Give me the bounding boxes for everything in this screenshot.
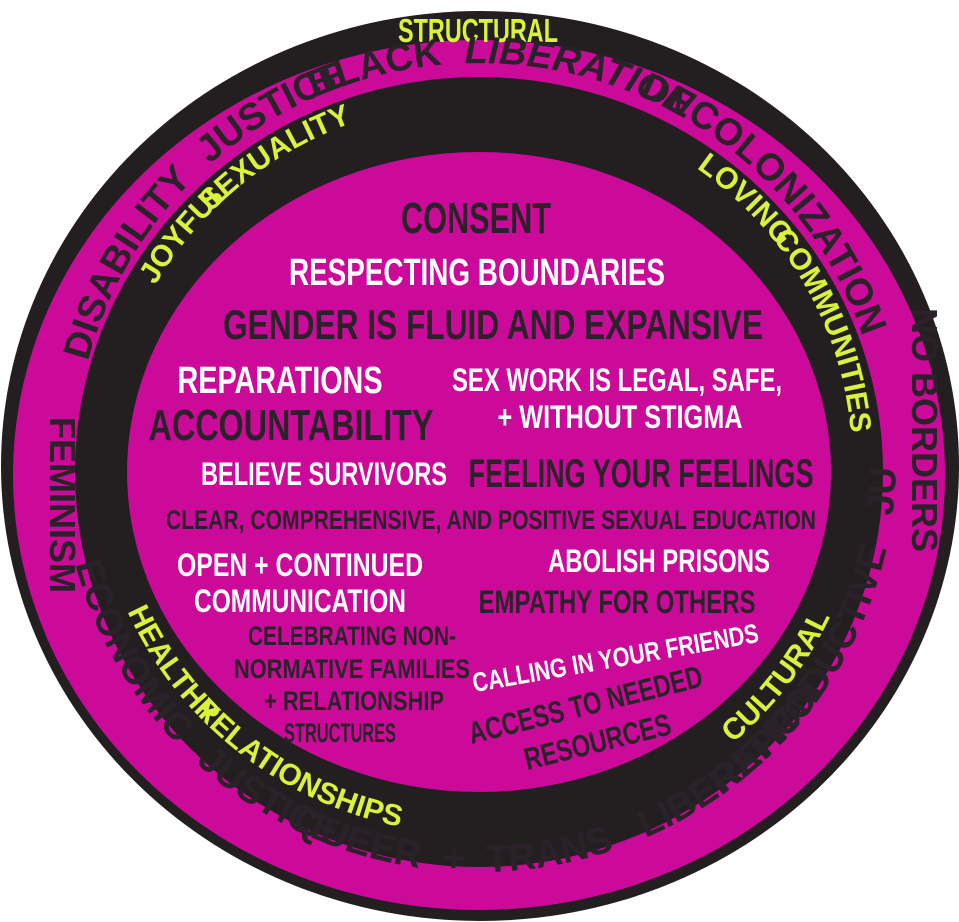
believe-survivors-text: BELIEVE SURVIVORS xyxy=(201,456,447,492)
center-area xyxy=(127,152,831,792)
consent-text: CONSENT xyxy=(401,194,551,243)
celebrating-line4: STRUCTURES xyxy=(284,718,396,748)
structural-label: STRUCTURAL xyxy=(398,12,558,49)
gender-fluid-text: GENDER IS FLUID AND EXPANSIVE xyxy=(223,301,763,348)
sexual-education-text: CLEAR, COMPREHENSIVE, AND POSITIVE SEXUA… xyxy=(166,505,816,535)
open-communication-line1: OPEN + CONTINUED xyxy=(177,547,423,583)
sex-work-line1: SEX WORK IS LEGAL, SAFE, xyxy=(452,362,782,398)
celebrating-line2: NORMATIVE FAMILIES xyxy=(234,654,470,684)
celebrating-line1: CELEBRATING NON- xyxy=(248,621,456,651)
abolish-prisons-text: ABOLISH PRISONS xyxy=(548,543,770,579)
accountability-text: ACCOUNTABILITY xyxy=(149,401,434,450)
reparations-text: REPARATIONS xyxy=(178,360,383,402)
plus-word: + xyxy=(441,838,466,881)
celebrating-line3: + RELATIONSHIP xyxy=(264,686,444,716)
feminism-label: FEMINISM xyxy=(42,417,83,593)
open-communication-line2: COMMUNICATION xyxy=(194,583,406,619)
sex-work-line2: + WITHOUT STIGMA xyxy=(498,399,743,435)
no-borders-label: NO BORDERS xyxy=(904,308,945,552)
respecting-boundaries-text: RESPECTING BOUNDARIES xyxy=(289,252,665,294)
empathy-text: EMPATHY FOR OTHERS xyxy=(479,584,756,620)
feeling-feelings-text: FEELING YOUR FEELINGS xyxy=(469,452,814,496)
